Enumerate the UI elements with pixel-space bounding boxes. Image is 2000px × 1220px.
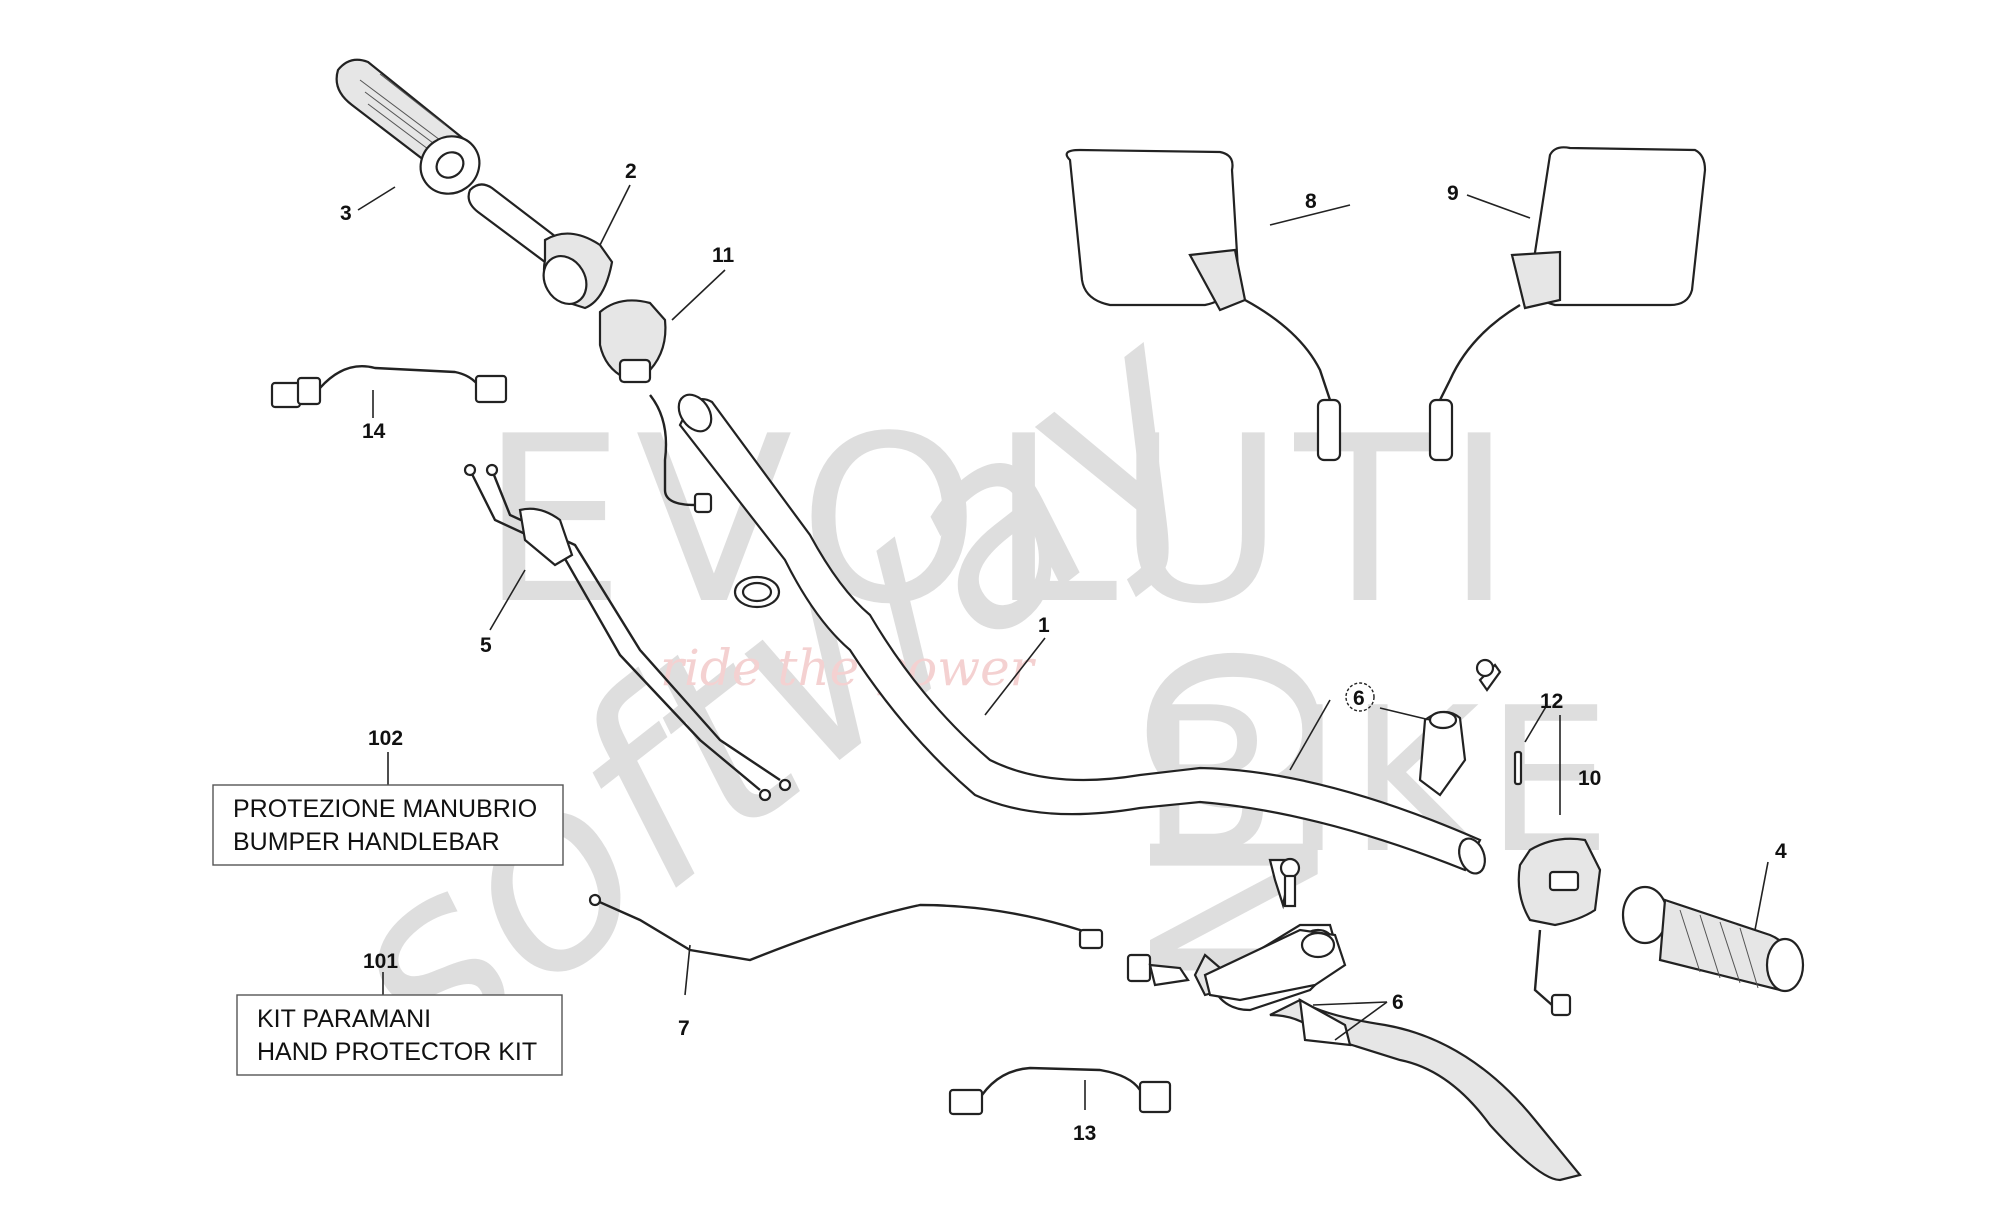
left-grip-part [335,58,481,195]
callout-1: 1 [1038,614,1050,637]
bumper-handlebar-kit-box: PROTEZIONE MANUBRIO BUMPER HANDLEBAR [212,784,564,866]
callout-102: 102 [368,727,403,750]
callout-6-bottom: 6 [1392,991,1404,1014]
light-switch-part [1517,837,1602,1017]
bolt-part [1279,658,1495,908]
callout-12: 12 [1540,690,1563,713]
bumper-kit-line1: PROTEZIONE MANUBRIO [233,795,537,823]
hand-protector-kit-box: KIT PARAMANI HAND PROTECTOR KIT [236,994,563,1076]
bumper-kit-line2: BUMPER HANDLEBAR [233,828,500,856]
callout-2: 2 [625,160,637,183]
hand-protector-kit-line1: KIT PARAMANI [257,1005,431,1033]
callout-7: 7 [678,1017,690,1040]
callout-13: 13 [1073,1122,1096,1145]
callout-6-circle [1345,682,1375,712]
clamp-part [733,575,781,609]
callout-numbers: 3 2 11 14 5 1 8 9 12 10 4 6 6 7 13 102 1… [340,160,1787,1145]
split-pin-part [1513,750,1523,786]
left-mirror-part [1065,148,1342,462]
callout-14: 14 [362,420,386,443]
right-grip-part [1621,885,1805,993]
throttle-cables-part [463,463,792,802]
callout-3: 3 [340,202,352,225]
lever-bracket-part [1203,928,1347,1002]
callout-10: 10 [1578,767,1601,790]
leader-lines [357,184,1769,1110]
handlebar-part [677,393,1486,875]
throttle-grip-part [467,183,614,310]
callout-11: 11 [712,244,735,267]
right-mirror-part [1428,146,1707,462]
hand-protector-kit-line2: HAND PROTECTOR KIT [257,1038,537,1066]
wiring-harness-13-part [948,1066,1172,1116]
throttle-housing-part [598,299,713,514]
callout-8: 8 [1305,190,1317,213]
callout-4: 4 [1775,840,1787,863]
wiring-harness-14-part [270,365,508,409]
callout-6-top: 6 [1353,687,1365,710]
callout-9: 9 [1447,182,1459,205]
callout-5: 5 [480,634,492,657]
callout-101: 101 [363,950,398,973]
